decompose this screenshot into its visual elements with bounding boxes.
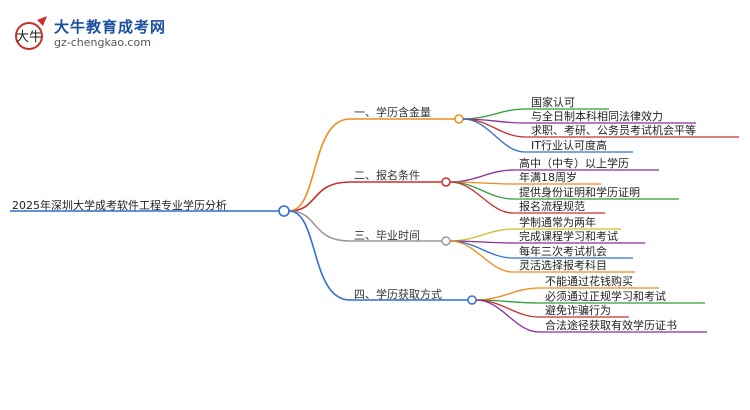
leaf-node[interactable]: IT行业认可度高 xyxy=(531,139,607,152)
logo-title: 大牛教育成考网 xyxy=(54,18,167,36)
leaf-edge xyxy=(449,228,514,242)
leaf-node[interactable]: 必须通过正规学习和考试 xyxy=(545,290,666,303)
leaf-node[interactable]: 求职、考研、公务员考试机会平等 xyxy=(531,124,696,137)
leaf-node[interactable]: 合法途径获取有效学历证书 xyxy=(545,319,677,332)
branch-node-4[interactable]: 四、学历获取方式 xyxy=(354,288,442,301)
leaf-node[interactable]: 避免诈骗行为 xyxy=(545,304,611,317)
svg-text:大牛: 大牛 xyxy=(16,30,42,45)
leaf-node[interactable]: 高中（中专）以上学历 xyxy=(519,157,629,170)
logo-emblem-icon: 大牛 xyxy=(15,16,47,50)
leaf-node[interactable]: 国家认可 xyxy=(531,96,575,109)
leaf-edge xyxy=(475,299,540,333)
leaf-edge xyxy=(449,169,514,183)
branch-node-dot xyxy=(467,295,477,305)
branch-node-1[interactable]: 一、学历含金量 xyxy=(354,106,431,119)
leaf-edge xyxy=(462,118,526,153)
leaf-node[interactable]: 灵活选择报考科目 xyxy=(519,259,607,272)
leaf-node[interactable]: 学制通常为两年 xyxy=(519,216,596,229)
leaf-edge xyxy=(475,287,540,301)
root-node-dot xyxy=(278,205,290,217)
branch-edge xyxy=(288,118,351,212)
branch-node-2[interactable]: 二、报名条件 xyxy=(354,169,420,182)
site-logo[interactable]: 大牛 大牛教育成考网 gz-chengkao.com xyxy=(14,14,254,58)
leaf-edge xyxy=(449,181,514,214)
leaf-node[interactable]: 提供身份证明和学历证明 xyxy=(519,186,640,199)
leaf-node[interactable]: 完成课程学习和考试 xyxy=(519,230,618,243)
branch-edge xyxy=(288,210,351,242)
root-node[interactable]: 2025年深圳大学成考软件工程专业学历分析 xyxy=(12,199,227,212)
logo-domain: gz-chengkao.com xyxy=(54,36,151,49)
branch-node-dot xyxy=(454,114,464,124)
branch-edge xyxy=(288,210,351,301)
leaf-edge xyxy=(449,240,514,273)
leaf-node[interactable]: 不能通过花钱购买 xyxy=(545,275,633,288)
branch-edge xyxy=(288,181,351,212)
leaf-node[interactable]: 报名流程规范 xyxy=(519,200,585,213)
leaf-node[interactable]: 年满18周岁 xyxy=(519,171,577,184)
leaf-node[interactable]: 与全日制本科相同法律效力 xyxy=(531,110,663,123)
leaf-edge xyxy=(462,108,526,120)
branch-node-dot xyxy=(441,177,451,187)
branch-node-dot xyxy=(441,236,451,246)
leaf-node[interactable]: 每年三次考试机会 xyxy=(519,245,607,258)
branch-node-3[interactable]: 三、毕业时间 xyxy=(354,229,420,242)
